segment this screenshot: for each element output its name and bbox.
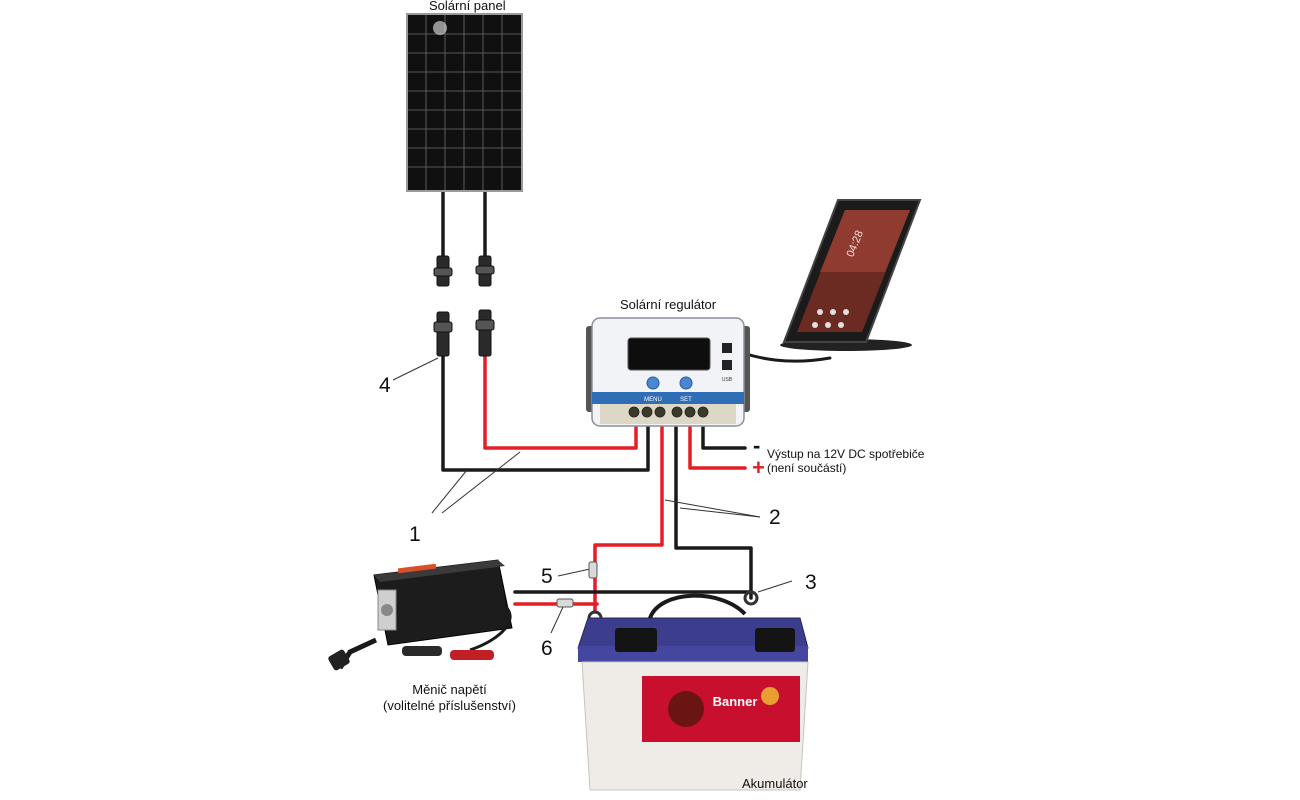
callout-leaders xyxy=(392,357,793,634)
load-output-negative xyxy=(701,423,747,450)
solar-panel-icon xyxy=(406,13,523,192)
controller-title: Solární regulátor xyxy=(620,297,717,312)
charge-controller-icon xyxy=(586,317,750,427)
leader-2a xyxy=(664,499,761,518)
battery-handle xyxy=(648,593,747,619)
controller-set-button xyxy=(679,376,693,390)
output-line-1: Výstup na 12V DC spotřebiče xyxy=(767,447,925,461)
solar-panel-title: Solární panel xyxy=(429,0,506,13)
fuse-icon xyxy=(556,561,598,608)
leader-1b xyxy=(441,451,521,514)
controller-usb-label: USB xyxy=(722,377,733,383)
cable-1-positive xyxy=(483,353,638,450)
inverter-line-1: Měnič napětí xyxy=(412,682,487,697)
battery-brand-text: Banner xyxy=(713,694,758,709)
leader-6 xyxy=(550,606,564,634)
battery-title: Akumulátor xyxy=(742,776,808,791)
callout-1: 1 xyxy=(409,523,421,546)
leader-3 xyxy=(757,580,793,593)
battery-icon xyxy=(577,593,809,791)
controller-set-label: SET xyxy=(680,397,692,403)
callout-3: 3 xyxy=(805,571,817,594)
inverter-line-2: (volitelné příslušenství) xyxy=(383,698,516,713)
cable-1-negative xyxy=(441,353,650,472)
controller-menu-button xyxy=(646,376,660,390)
cable-2-negative xyxy=(674,423,753,600)
callout-2: 2 xyxy=(769,506,781,529)
output-plus-sign: + xyxy=(752,455,765,480)
leader-4 xyxy=(392,357,439,381)
output-description: Výstup na 12V DC spotřebiče (není součás… xyxy=(767,447,924,475)
mc4-connector-icon xyxy=(433,255,495,357)
leader-1a xyxy=(431,469,468,514)
callout-6: 6 xyxy=(541,637,553,660)
output-minus-sign: - xyxy=(753,433,761,458)
controller-menu-label: MENU xyxy=(644,397,662,403)
output-line-2: (není součástí) xyxy=(767,461,847,475)
callout-5: 5 xyxy=(541,565,553,588)
cable-2-positive xyxy=(593,423,664,614)
load-output-positive xyxy=(688,423,747,470)
callout-4: 4 xyxy=(379,374,391,397)
clamp-leads xyxy=(469,604,512,652)
leader-2b xyxy=(679,507,761,518)
inverter-icon xyxy=(328,559,513,671)
smartphone-icon xyxy=(780,199,922,351)
inverter-caption: Měnič napětí (volitelné příslušenství) xyxy=(383,682,516,714)
leader-5 xyxy=(557,568,591,577)
